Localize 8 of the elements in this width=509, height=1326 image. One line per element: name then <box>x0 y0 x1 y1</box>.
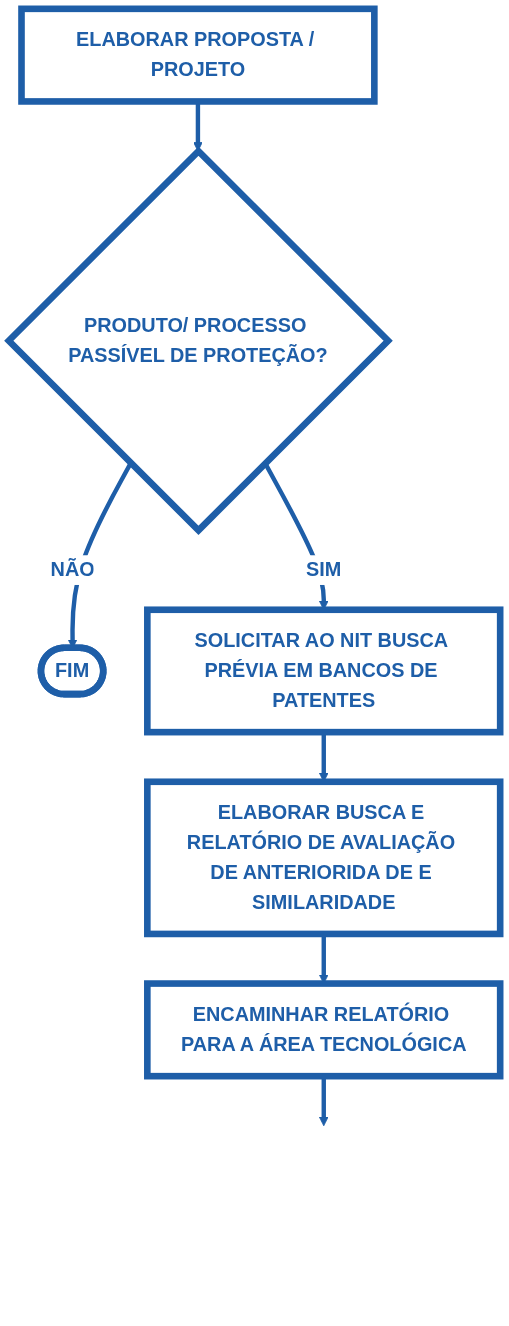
edge-label: SIM <box>306 558 342 581</box>
node-box: SOLICITAR AO NIT BUSCA PRÉVIA EM BANCOS DE PATENTES <box>144 606 504 736</box>
node-box: ELABORAR BUSCA E RELATÓRIO DE AVALIAÇÃO DE ANTERIORIDA DE E SIMILARIDADE <box>144 778 504 938</box>
arrow <box>318 1076 329 1127</box>
edge-label: NÃO <box>50 558 95 581</box>
node-diamond: PRODUTO/ PROCESSO PASSÍVEL DE PROTEÇÃO? <box>4 146 393 536</box>
node-box: ELABORAR PROPOSTA / PROJETO <box>18 5 378 105</box>
node-box: ENCAMINHAR RELATÓRIO PARA A ÁREA TECNOLÓGICA <box>144 980 504 1080</box>
